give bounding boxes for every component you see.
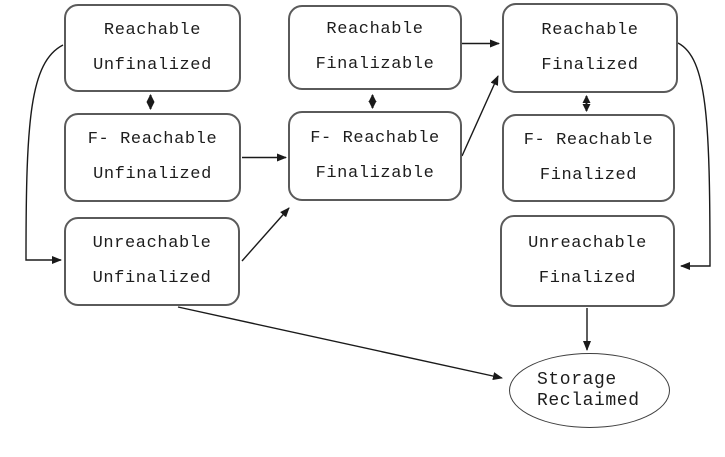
- node-label: F- Reachable: [310, 128, 440, 148]
- node-label: Finalizable: [315, 55, 435, 74]
- node-label: Reclaimed: [537, 391, 640, 411]
- node-label: Finalized: [538, 268, 637, 288]
- node-f-reachable-unfinalized: F- Reachable Unfinalized: [64, 113, 241, 202]
- node-unreachable-unfinalized: Unreachable Unfinalized: [64, 217, 240, 306]
- node-unreachable-finalized: Unreachable Finalized: [500, 215, 675, 307]
- node-f-reachable-finalized: F- Reachable Finalized: [502, 114, 675, 202]
- edge-unreachable-unfinalized-f-reachable-finalizable: [241, 207, 290, 262]
- node-label: Unfinalized: [93, 55, 212, 75]
- node-label: Unfinalized: [92, 269, 212, 288]
- node-label: Reachable: [326, 20, 424, 39]
- node-label: Finalized: [541, 55, 639, 75]
- node-label: Unreachable: [528, 233, 647, 253]
- node-label: F- Reachable: [87, 130, 218, 149]
- node-f-reachable-finalizable: F- Reachable Finalizable: [288, 111, 462, 201]
- node-reachable-finalized: Reachable Finalized: [502, 3, 678, 93]
- node-label: Finalizable: [315, 163, 435, 183]
- node-reachable-unfinalized: Reachable Unfinalized: [64, 4, 241, 92]
- node-label: Unreachable: [92, 234, 212, 253]
- node-label: Unfinalized: [93, 165, 212, 184]
- edge-reachable-unfinalized-unreachable-unfinalized: [25, 44, 64, 264]
- node-label: Reachable: [103, 20, 202, 40]
- node-label: Storage: [537, 370, 617, 390]
- edge-reachable-finalized-unreachable-finalized: [677, 42, 711, 270]
- edge-unreachable-unfinalized-storage-reclaimed: [177, 306, 503, 380]
- node-storage-reclaimed: Storage Reclaimed: [509, 353, 670, 428]
- node-label: F- Reachable: [523, 130, 654, 150]
- edge-f-reachable-finalizable-reachable-finalized: [461, 75, 499, 157]
- node-label: Finalized: [539, 165, 638, 185]
- node-reachable-finalizable: Reachable Finalizable: [288, 5, 462, 90]
- node-label: Reachable: [541, 20, 639, 40]
